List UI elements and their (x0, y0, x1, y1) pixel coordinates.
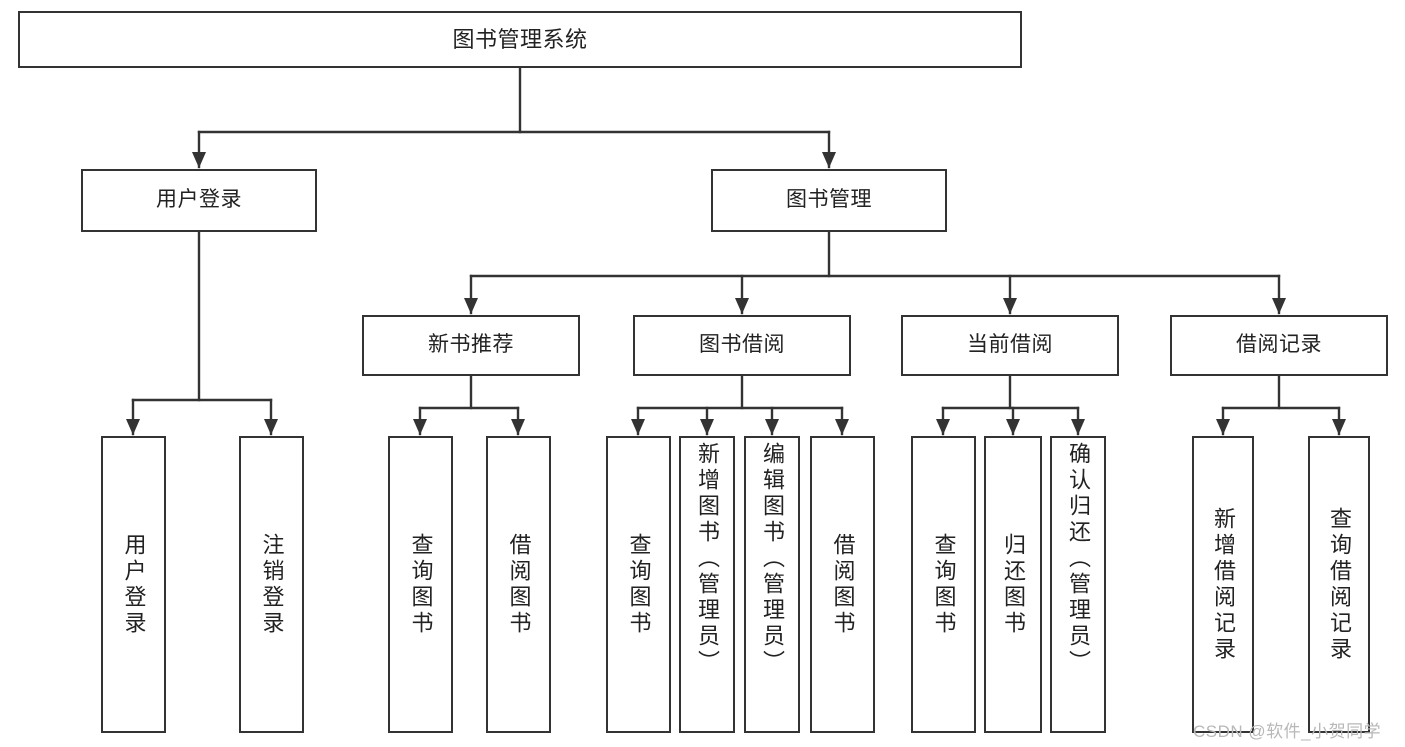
node-leaf-user-login-label: 用户登录 (121, 532, 147, 637)
node-leaf-query-book-3[interactable]: 查询图书 (911, 436, 976, 733)
node-borrow-record[interactable]: 借阅记录 (1170, 315, 1388, 376)
node-leaf-user-login[interactable]: 用户登录 (101, 436, 166, 733)
node-leaf-borrow-book-2[interactable]: 借阅图书 (810, 436, 875, 733)
node-leaf-query-book-1-label: 查询图书 (408, 532, 434, 637)
node-current-borrow-label: 当前借阅 (967, 333, 1053, 357)
node-leaf-borrow-book-2-label: 借阅图书 (830, 532, 856, 637)
node-leaf-query-book-3-label: 查询图书 (931, 532, 957, 637)
node-leaf-query-book-2-label: 查询图书 (626, 532, 652, 637)
node-root-label: 图书管理系统 (452, 26, 588, 52)
node-leaf-borrow-book-1-label: 借阅图书 (506, 532, 532, 637)
node-leaf-user-logout-label: 注销登录 (259, 532, 285, 637)
node-leaf-borrow-book-1[interactable]: 借阅图书 (486, 436, 551, 733)
node-user-login[interactable]: 用户登录 (81, 169, 317, 232)
node-book-borrow-label: 图书借阅 (699, 333, 785, 357)
node-book-manage[interactable]: 图书管理 (711, 169, 947, 232)
node-leaf-confirm-return[interactable]: 确认归还（管理员） (1050, 436, 1106, 733)
node-leaf-query-book-2[interactable]: 查询图书 (606, 436, 671, 733)
node-book-borrow[interactable]: 图书借阅 (633, 315, 851, 376)
node-leaf-edit-book[interactable]: 编辑图书（管理员） (744, 436, 800, 733)
node-leaf-confirm-return-label: 确认归还（管理员） (1066, 442, 1091, 676)
node-leaf-add-record-label: 新增借阅记录 (1211, 506, 1236, 663)
node-borrow-record-label: 借阅记录 (1236, 333, 1322, 357)
node-leaf-return-book[interactable]: 归还图书 (984, 436, 1042, 733)
node-leaf-add-book[interactable]: 新增图书（管理员） (679, 436, 735, 733)
node-leaf-edit-book-label: 编辑图书（管理员） (760, 442, 785, 676)
node-new-book-recommend-label: 新书推荐 (428, 333, 514, 357)
node-current-borrow[interactable]: 当前借阅 (901, 315, 1119, 376)
node-book-manage-label: 图书管理 (786, 188, 872, 212)
csdn-watermark: CSDN @软件_小贺同学 (1193, 722, 1382, 741)
node-leaf-query-book-1[interactable]: 查询图书 (388, 436, 453, 733)
node-leaf-user-logout[interactable]: 注销登录 (239, 436, 304, 733)
node-leaf-add-record[interactable]: 新增借阅记录 (1192, 436, 1254, 733)
node-root[interactable]: 图书管理系统 (18, 11, 1022, 68)
node-user-login-label: 用户登录 (156, 188, 242, 212)
node-leaf-add-book-label: 新增图书（管理员） (695, 442, 720, 676)
node-new-book-recommend[interactable]: 新书推荐 (362, 315, 580, 376)
node-leaf-query-record-label: 查询借阅记录 (1327, 506, 1352, 663)
node-leaf-query-record[interactable]: 查询借阅记录 (1308, 436, 1370, 733)
node-leaf-return-book-label: 归还图书 (1001, 532, 1026, 637)
